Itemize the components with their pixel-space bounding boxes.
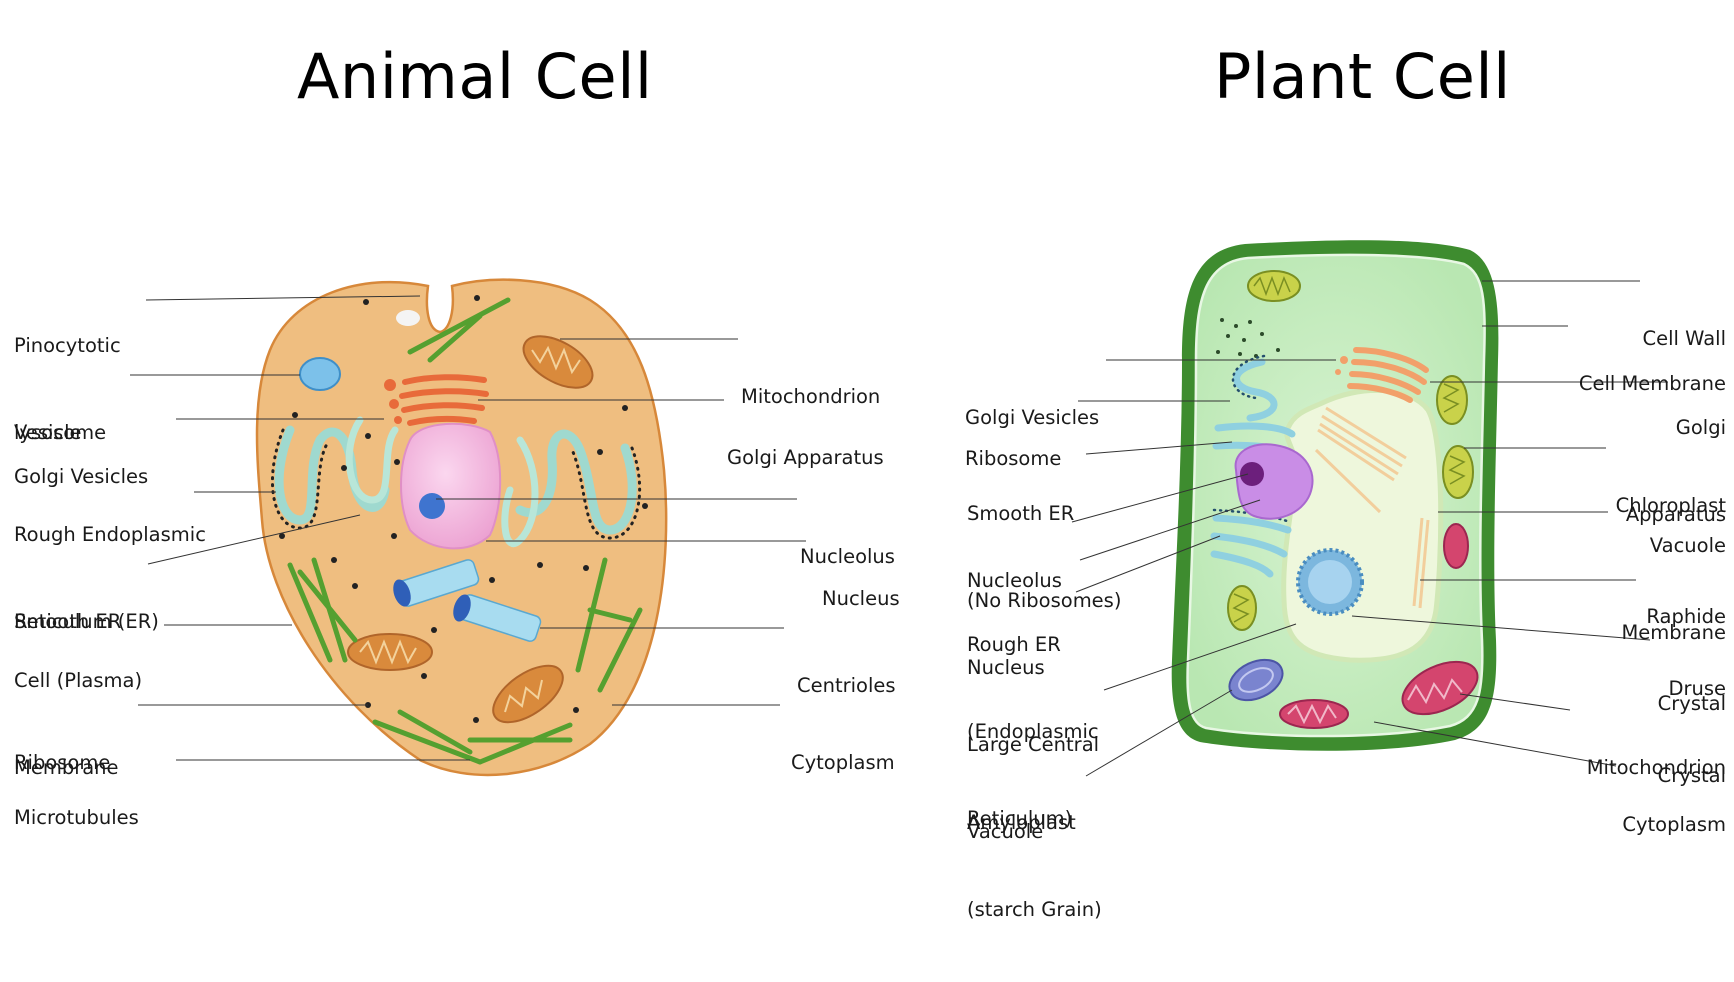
label-smooth-er-plant: Smooth ER (No Ribosomes) — [967, 502, 1122, 612]
animal-ribosomes — [279, 295, 648, 723]
plant-golgi-apparatus — [1347, 347, 1429, 403]
label-mitochondrion-plant: Mitochondrion — [1586, 756, 1726, 779]
animal-mitochondria — [347, 335, 594, 724]
label-centrioles: Centrioles — [797, 674, 896, 697]
pinocytotic-vesicle — [396, 310, 420, 326]
label-nucleolus-nucleus-plant: Nucleolus Nucleus — [967, 569, 1062, 679]
animal-microtubules — [287, 297, 643, 765]
label-lysosome: lysosome — [14, 421, 107, 444]
animal-cell — [255, 278, 668, 777]
animal-nucleolus — [419, 493, 445, 519]
animal-nucleus — [400, 422, 502, 550]
label-raphide-crystal: Raphide Crystal — [1646, 605, 1726, 715]
label-golgi-vesicles-animal: Golgi Vesicles — [14, 465, 149, 488]
label-smooth-er-animal: Smooth ER — [14, 610, 122, 633]
plant-nucleolus — [1240, 462, 1264, 486]
cell-illustrations — [130, 240, 1668, 777]
label-cell-plasma-membrane: Cell (Plasma) Membrane — [14, 669, 143, 779]
animal-golgi-apparatus — [399, 374, 489, 426]
label-vacuole-membrane: Vacuole Membrane — [1621, 534, 1726, 644]
label-druse-crystal: Druse Crystal — [1657, 677, 1726, 787]
plant-cell-title: Plant Cell — [1214, 40, 1511, 113]
label-golgi-vesicles-plant: Golgi Vesicles — [965, 406, 1100, 429]
label-chloroplast: Chloroplast — [1615, 494, 1726, 517]
animal-centrioles — [393, 559, 542, 642]
label-mitochondrion-animal: Mitochondrion — [741, 385, 881, 408]
label-amyloplast: Amyloplast (starch Grain) — [967, 811, 1102, 921]
label-cytoplasm-plant: Cytoplasm — [1622, 813, 1726, 836]
label-rough-er-animal: Rough Endoplasmic Reticulum (ER) — [14, 523, 206, 633]
cell-diagram: Animal Cell Plant Cell — [14, 40, 1726, 921]
lysosome-shape — [299, 357, 341, 391]
label-golgi-apparatus-plant: Golgi Apparatus — [1625, 416, 1726, 526]
label-cell-membrane-plant: Cell Membrane — [1578, 372, 1726, 395]
label-ribosome-plant: Ribosome — [965, 447, 1062, 470]
plant-mitochondria — [1279, 523, 1479, 729]
label-cytoplasm-animal: Cytoplasm — [791, 751, 895, 774]
animal-cell-title: Animal Cell — [297, 40, 653, 113]
animal-smooth-er — [345, 416, 539, 547]
label-ribosome-animal: Ribosome — [14, 751, 111, 774]
label-nucleolus-animal: Nucleolus — [800, 545, 895, 568]
plant-chloroplasts — [1227, 270, 1474, 631]
label-pinocytotic-vesicle: Pinocytotic Vesicle — [14, 334, 121, 444]
label-microtubules: Microtubules — [14, 806, 139, 829]
plant-cell — [1171, 240, 1499, 751]
label-nucleus-animal: Nucleus — [822, 587, 900, 610]
leader-lines — [130, 280, 1668, 777]
label-golgi-apparatus-animal: Golgi Apparatus — [727, 446, 884, 469]
plant-raphide-crystal — [1314, 406, 1430, 609]
label-cell-wall: Cell Wall — [1642, 327, 1726, 350]
